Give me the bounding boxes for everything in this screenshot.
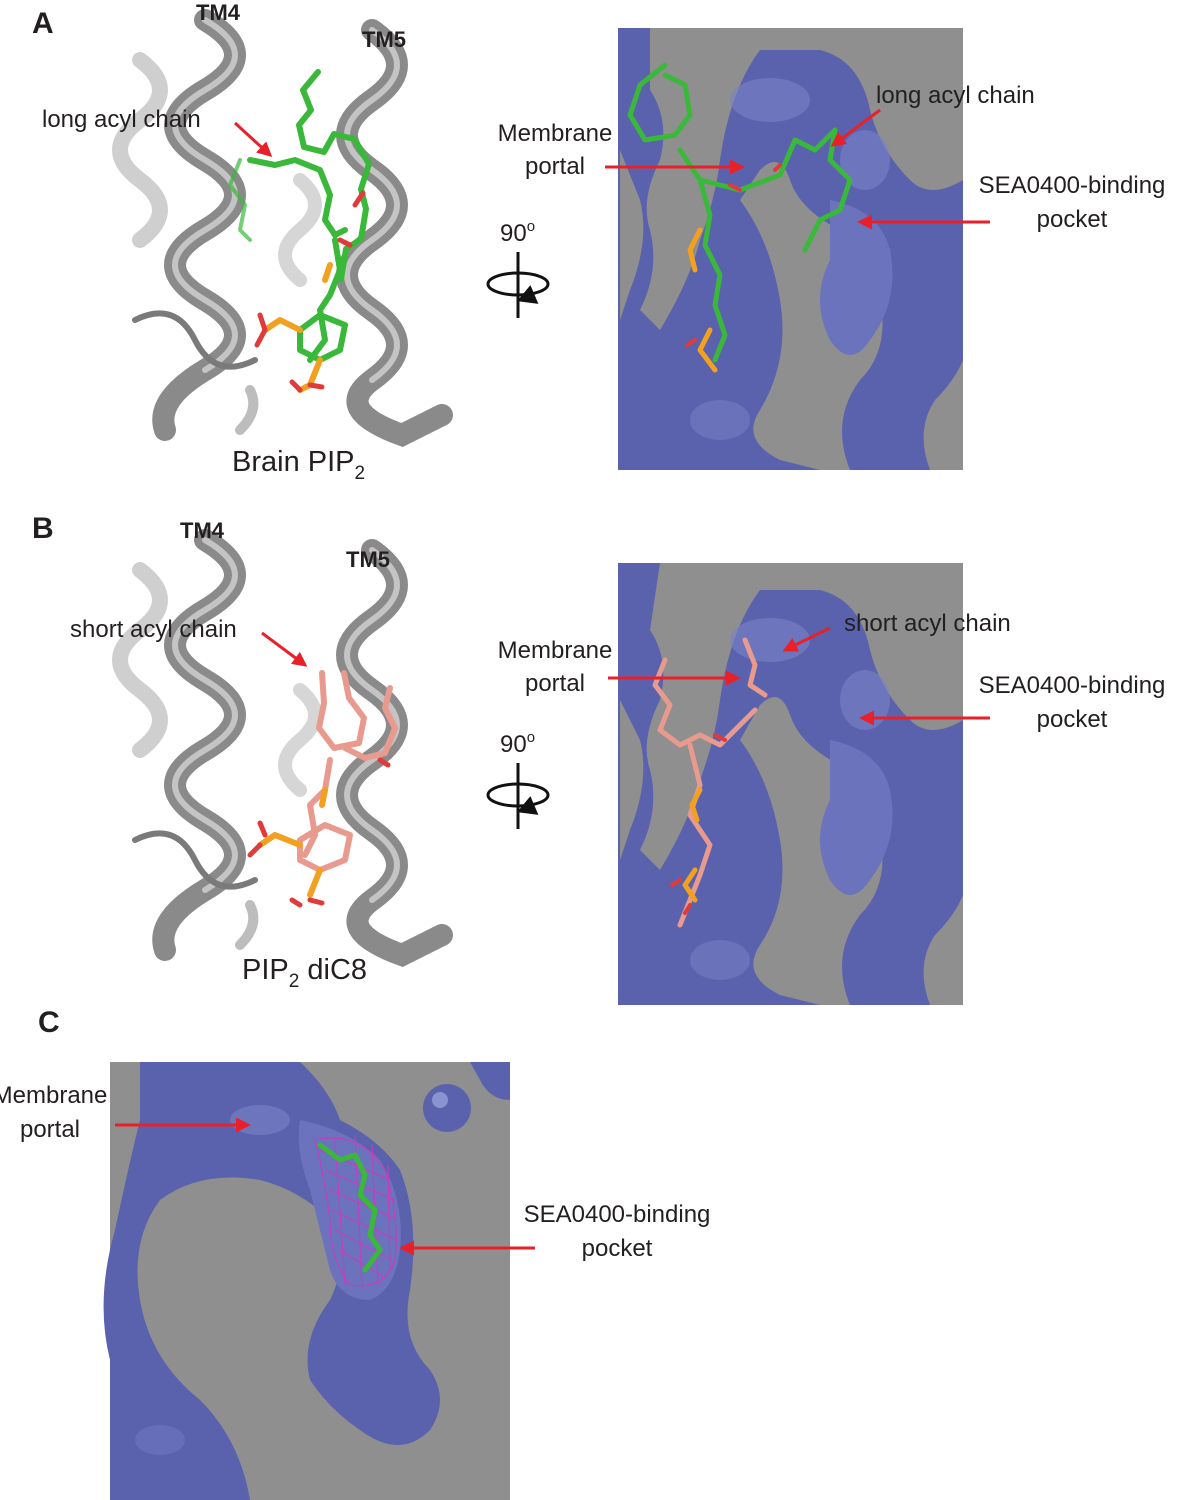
rotation-icon-a bbox=[486, 252, 550, 318]
helix-cartoon-b bbox=[112, 529, 453, 967]
panel-c: C Membrane portal SEA0400-binding pocket bbox=[0, 1006, 710, 1500]
tm4-label-b: TM4 bbox=[180, 518, 225, 543]
ligand-brain-pip2 bbox=[228, 69, 372, 393]
ligand-pip2-dic8-surface bbox=[652, 637, 768, 928]
surface-view-a bbox=[618, 28, 963, 470]
panel-letter-b: B bbox=[32, 512, 54, 545]
label-portal-c-1: Membrane bbox=[0, 1082, 107, 1109]
rotation-icon-b bbox=[486, 763, 550, 829]
ligand-pip2-dic8 bbox=[247, 670, 398, 908]
label-pocket-b-2: pocket bbox=[1037, 706, 1108, 733]
surface-view-b bbox=[618, 563, 963, 1005]
label-portal-a-1: Membrane bbox=[498, 120, 613, 147]
label-pocket-b-1: SEA0400-binding bbox=[979, 672, 1166, 699]
label-pocket-a-2: pocket bbox=[1037, 206, 1108, 233]
tm4-label-a: TM4 bbox=[196, 0, 241, 25]
arrow-long-acyl-right bbox=[830, 108, 881, 147]
arrow-short-acyl-right bbox=[782, 626, 831, 652]
panel-letter-c: C bbox=[38, 1006, 60, 1039]
helix-cartoon-a bbox=[112, 9, 453, 447]
label-long-acyl-left: long acyl chain bbox=[42, 106, 201, 133]
rotation-label-b: 90o bbox=[500, 729, 535, 758]
panel-b: B TM4 TM5 short acyl chain PIP2 diC8 bbox=[32, 512, 1165, 1005]
tm5-label-b: TM5 bbox=[346, 547, 390, 572]
label-portal-b-2: portal bbox=[525, 670, 585, 697]
label-portal-b-1: Membrane bbox=[498, 637, 613, 664]
label-pocket-c-1: SEA0400-binding bbox=[524, 1201, 711, 1228]
ligand-brain-pip2-surface bbox=[627, 62, 853, 373]
panel-letter-a: A bbox=[32, 7, 54, 40]
caption-pip2-dic8: PIP2 diC8 bbox=[242, 954, 367, 992]
tm5-label-a: TM5 bbox=[362, 27, 406, 52]
label-short-acyl-left: short acyl chain bbox=[70, 616, 237, 643]
panel-a: A TM4 TM5 bbox=[32, 0, 1165, 484]
arrow-short-acyl-left bbox=[261, 631, 308, 667]
caption-brain-pip2: Brain PIP2 bbox=[232, 446, 365, 484]
label-pocket-a-1: SEA0400-binding bbox=[979, 172, 1166, 199]
label-long-acyl-right: long acyl chain bbox=[876, 82, 1035, 109]
label-portal-a-2: portal bbox=[525, 153, 585, 180]
rotation-label-a: 90o bbox=[500, 218, 535, 247]
label-portal-c-2: portal bbox=[20, 1116, 80, 1143]
ligand-sea0400-pocket-c bbox=[317, 1142, 383, 1273]
label-pocket-c-2: pocket bbox=[582, 1235, 653, 1262]
arrow-long-acyl-left bbox=[233, 121, 273, 158]
surface-view-c bbox=[103, 1062, 510, 1500]
label-short-acyl-right: short acyl chain bbox=[844, 610, 1011, 637]
